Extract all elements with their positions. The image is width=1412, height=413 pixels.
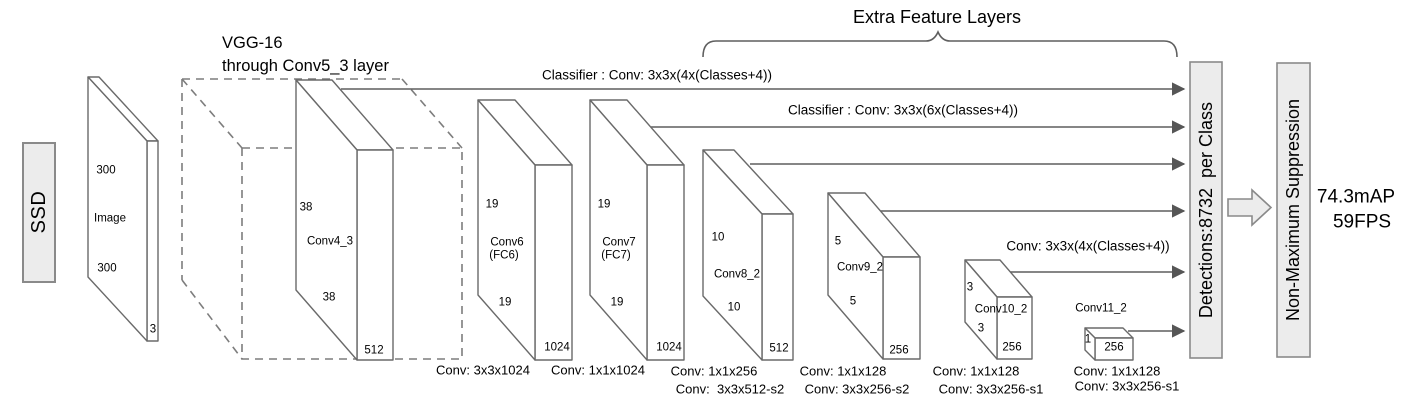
image-size-bottom: 300 xyxy=(97,262,117,275)
conv6-depth: 1024 xyxy=(544,341,570,354)
conv4_3-slab xyxy=(295,79,394,361)
conv10_2-size-bottom: 3 xyxy=(977,322,985,335)
nms-box xyxy=(1276,62,1311,358)
ssd-label: SSD xyxy=(27,190,50,234)
detection-arrows xyxy=(341,82,1186,338)
image-label: Image xyxy=(94,212,126,225)
conv4_3-size-top: 38 xyxy=(299,201,313,214)
vgg-title-line1: VGG-16 xyxy=(222,34,283,52)
result-map: 74.3mAP xyxy=(1316,186,1396,208)
conv8_2-size-bottom: 10 xyxy=(727,301,741,314)
conv11_2-slab xyxy=(1084,327,1134,361)
conv9_2-op1: Conv: 1x1x128 xyxy=(799,363,887,379)
conv6-label: Conv6 xyxy=(490,236,524,249)
conv6-size-top: 19 xyxy=(485,198,499,211)
conv11_2-label: Conv11_2 xyxy=(1075,302,1127,315)
conv9_2-slab xyxy=(827,192,921,360)
conv11_2-op2: Conv: 3x3x256-s1 xyxy=(1074,378,1180,394)
conv8_2-label: Conv8_2 xyxy=(713,268,761,281)
conv4_3-depth: 512 xyxy=(364,344,384,357)
conv8_2-op1: Conv: 1x1x256 xyxy=(670,363,758,379)
conv7-label: Conv7 xyxy=(602,236,636,249)
conv4_3-size-bottom: 38 xyxy=(322,291,336,304)
conv10_2-depth: 256 xyxy=(1002,341,1022,354)
conv6-op: Conv: 3x3x1024 xyxy=(436,362,530,378)
conv7-depth: 1024 xyxy=(656,341,682,354)
extra-feature-layers-brace xyxy=(702,30,1178,58)
conv9_2-op2: Conv: 3x3x256-s2 xyxy=(804,381,910,397)
conv10_2-op1: Conv: 1x1x128 xyxy=(932,363,1020,379)
conv11_2-op1: Conv: 1x1x128 xyxy=(1073,363,1161,379)
conv10_2-op2: Conv: 3x3x256-s1 xyxy=(938,381,1044,397)
conv6-sublabel: (FC6) xyxy=(489,249,519,262)
conv7-slab xyxy=(589,99,685,361)
conv6-slab xyxy=(477,99,573,361)
nms-label: Non-Maximum Suppression xyxy=(1282,98,1303,322)
image-slab xyxy=(87,76,159,342)
conv9_2-depth: 256 xyxy=(889,344,909,357)
conv7-size-bottom: 19 xyxy=(610,296,624,309)
block-arrow xyxy=(1227,188,1273,227)
image-depth: 3 xyxy=(149,323,157,336)
conv8_2-depth: 512 xyxy=(769,342,789,355)
conv9_2-label: Conv9_2 xyxy=(836,261,884,274)
ssd-box xyxy=(22,142,56,283)
extra-feature-layers-title: Extra Feature Layers xyxy=(852,6,1022,27)
result-fps: 59FPS xyxy=(1332,211,1392,233)
conv7-op: Conv: 1x1x1024 xyxy=(551,362,645,378)
detections-box xyxy=(1189,61,1223,359)
conv7-sublabel: (FC7) xyxy=(601,249,631,262)
classifier-label-conv10_2: Conv: 3x3x(4x(Classes+4)) xyxy=(1006,238,1170,254)
conv8_2-op2: Conv: 3x3x512-s2 xyxy=(675,381,785,397)
conv10_2-size-top: 3 xyxy=(966,281,974,294)
conv8_2-slab xyxy=(702,149,794,361)
conv9_2-size-top: 5 xyxy=(834,235,842,248)
classifier-label-conv4_3: Classifier : Conv: 3x3x(4x(Classes+4)) xyxy=(542,67,772,83)
conv11_2-depth: 256 xyxy=(1104,341,1124,354)
conv11_2-size-top: 1 xyxy=(1084,333,1092,346)
conv10_2-slab xyxy=(964,259,1033,360)
conv4_3-label: Conv4_3 xyxy=(306,235,354,248)
conv9_2-size-bottom: 5 xyxy=(849,295,857,308)
vgg-title-line2: through Conv5_3 layer xyxy=(222,57,389,75)
conv10_2-label: Conv10_2 xyxy=(974,303,1028,316)
image-size-top: 300 xyxy=(96,164,116,177)
detections-label: Detections:8732 per Class xyxy=(1195,101,1216,319)
conv7-size-top: 19 xyxy=(597,198,611,211)
classifier-label-conv7: Classifier : Conv: 3x3x(6x(Classes+4)) xyxy=(788,102,1018,118)
conv6-size-bottom: 19 xyxy=(498,296,512,309)
conv8_2-size-top: 10 xyxy=(711,231,725,244)
